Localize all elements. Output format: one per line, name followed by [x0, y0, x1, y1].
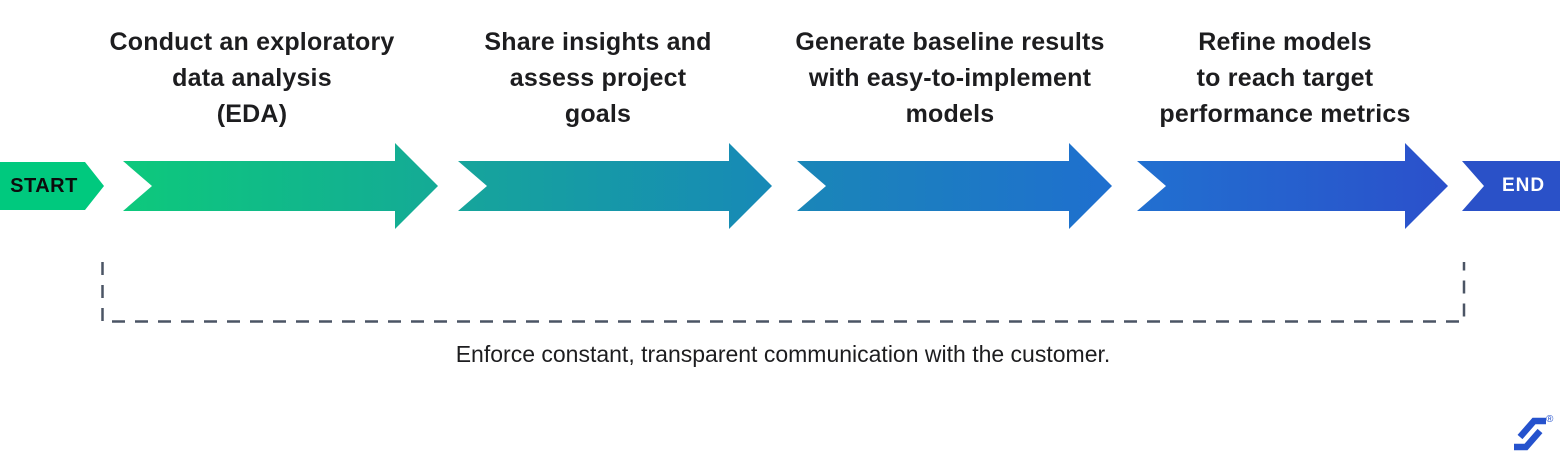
step-4-title-line: to reach target — [1196, 64, 1374, 92]
step-1-title-line: Conduct an exploratory — [109, 28, 395, 56]
end-label: END — [1501, 175, 1546, 196]
step-4-title: Refine models to reach target performanc… — [1115, 24, 1455, 132]
annotation-bracket-line — [101, 262, 1466, 323]
step-3-title: Generate baseline results with easy-to-i… — [770, 24, 1130, 132]
end-banner — [1462, 161, 1560, 211]
step-3-arrow — [797, 143, 1112, 229]
step-1-arrow — [123, 143, 438, 229]
annotation-text: Enforce constant, transparent communicat… — [455, 341, 1111, 367]
step-1-title-line: data analysis — [172, 64, 332, 92]
start-label: START — [10, 175, 78, 197]
toptal-logo-icon: ® — [1506, 408, 1554, 454]
step-2-title-line: Share insights and — [484, 28, 712, 56]
step-1-title: Conduct an exploratory data analysis (ED… — [72, 24, 432, 132]
step-3-title-line: Generate baseline results — [795, 28, 1105, 56]
step-2-title-line: goals — [564, 100, 632, 128]
step-3-title-line: with easy-to-implement — [808, 64, 1092, 92]
step-4-title-line: Refine models — [1198, 28, 1372, 56]
step-2-arrow — [458, 143, 772, 229]
registered-trademark: ® — [1546, 414, 1554, 425]
arrow-band — [0, 143, 1560, 229]
step-2-title: Share insights and assess project goals — [448, 24, 748, 132]
start-chevron — [0, 162, 104, 210]
step-4-arrow — [1137, 143, 1448, 229]
step-4-title-line: performance metrics — [1159, 100, 1411, 128]
logo-upper-stroke — [1517, 417, 1546, 440]
step-1-title-line: (EDA) — [216, 100, 288, 128]
step-2-title-line: assess project — [509, 64, 687, 92]
logo-lower-stroke — [1514, 428, 1543, 451]
step-3-title-line: models — [905, 100, 995, 128]
